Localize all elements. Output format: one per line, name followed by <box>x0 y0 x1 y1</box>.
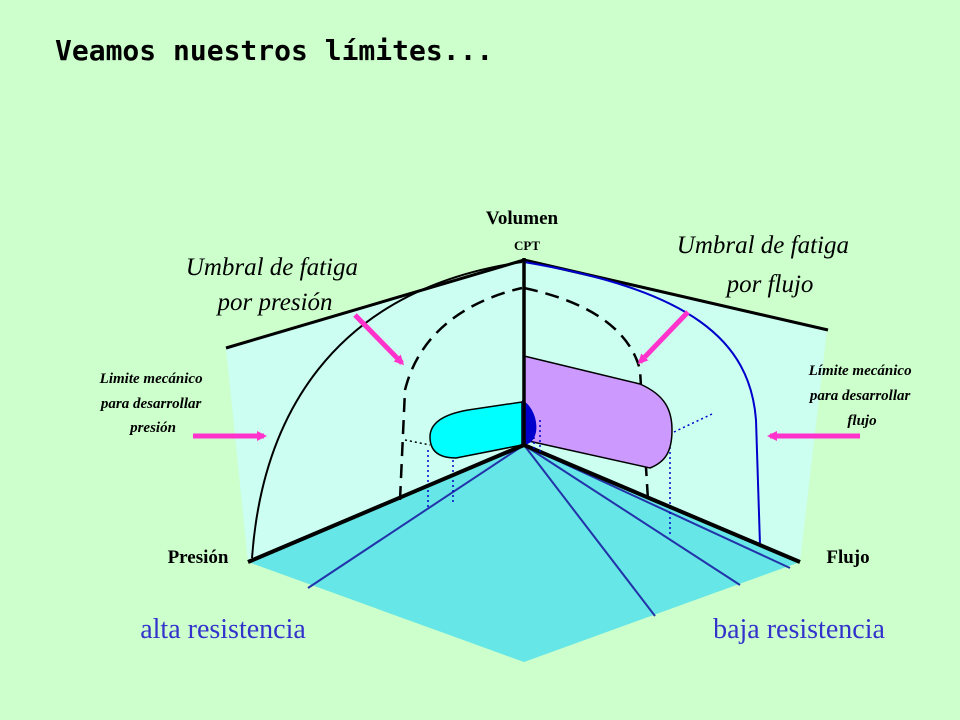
pressure-axis-label: Presión <box>168 547 229 568</box>
floor-plane <box>248 445 800 662</box>
flow-limit-label-line2: para desarrollar <box>808 388 911 404</box>
pressure-limit-label-line1: Limite mecánico <box>99 371 203 387</box>
projection-line <box>673 413 713 433</box>
pressure-loop <box>429 401 523 459</box>
pressure-threshold-label-line2: por presión <box>215 289 332 316</box>
pressure-fatigue-curve <box>398 286 523 501</box>
flow-limit-curve <box>523 261 761 546</box>
pressure-axis <box>247 443 525 564</box>
pressure-limit-label-line2: para desarrollar <box>99 396 202 412</box>
flow-axis-label: Flujo <box>826 547 869 568</box>
flow-wall <box>524 260 827 562</box>
flow-loop <box>523 355 673 469</box>
flow-axis <box>523 443 801 564</box>
volume-axis-label: Volumen <box>486 208 559 229</box>
flow-limit-label: Límite mecánico para desarrollar flujo <box>808 363 916 429</box>
pressure-threshold-arrow <box>353 313 405 366</box>
flow-threshold-label: Umbral de fatiga por flujo <box>677 232 855 298</box>
resistance-line <box>307 444 525 589</box>
pressure-threshold-label: Umbral de fatiga por presión <box>186 254 364 316</box>
projection-line <box>404 439 431 446</box>
page-title: Veamos nuestros límites... <box>55 34 493 67</box>
resistance-line <box>523 444 741 586</box>
flow-threshold-arrow <box>637 310 690 365</box>
pressure-limit-curve <box>251 261 523 559</box>
pressure-limit-label-line3: presión <box>128 420 176 436</box>
pressure-limit-label: Limite mecánico para desarrollar presión <box>99 371 207 436</box>
pressure-wall-top-edge <box>225 258 525 350</box>
flow-limit-label-line1: Límite mecánico <box>808 363 912 379</box>
volume-axis-sublabel: CPT <box>514 238 540 253</box>
pressure-threshold-label-line1: Umbral de fatiga <box>186 254 358 281</box>
low-resistance-label: baja resistencia <box>713 614 885 645</box>
high-resistance-label: alta resistencia <box>140 614 306 645</box>
resistance-line <box>523 444 656 617</box>
flow-threshold-label-line2: por flujo <box>725 271 814 298</box>
pressure-wall <box>226 260 524 562</box>
flow-limit-label-line3: flujo <box>847 413 876 429</box>
flow-threshold-label-line1: Umbral de fatiga <box>677 232 849 259</box>
